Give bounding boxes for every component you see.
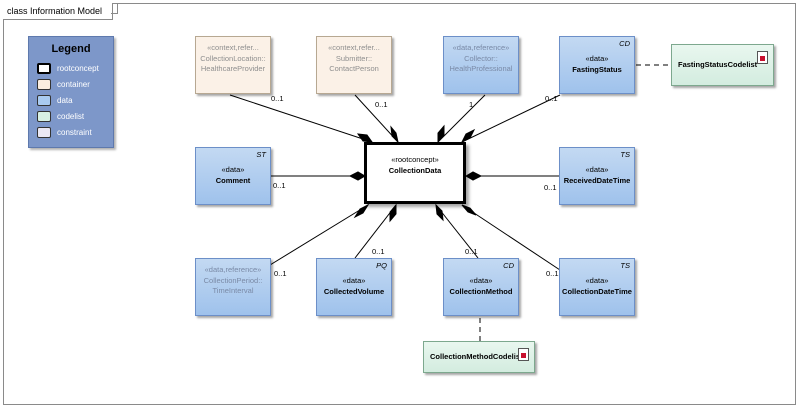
diamond-collection-method <box>435 203 444 222</box>
legend-panel: Legend rootconcept container data codeli… <box>28 36 114 148</box>
diamond-collection-datetime <box>461 204 477 216</box>
legend-label: rootconcept <box>57 64 99 73</box>
class-collection-period[interactable]: «data,reference» CollectionPeriod:: Time… <box>195 258 271 316</box>
multiplicity-label: 0..1 <box>274 269 287 278</box>
class-submitter[interactable]: «context,refer... Submitter:: ContactPer… <box>316 36 392 94</box>
legend-label: data <box>57 96 73 105</box>
diamond-collection-location <box>356 133 374 143</box>
codelist-name: FastingStatusCodelist <box>678 60 758 69</box>
multiplicity-label: 0..1 <box>273 181 286 190</box>
multiplicity-label: 0..1 <box>372 247 385 256</box>
class-stereotype: «data» <box>342 276 366 285</box>
class-stereotype: «data» <box>469 276 493 285</box>
class-stereotype: «data» <box>221 165 245 174</box>
class-comment[interactable]: ST «data» Comment <box>195 147 271 205</box>
legend-label: constraint <box>57 128 92 137</box>
diagram-frame-title: class Information Model <box>3 3 114 20</box>
legend-label: codelist <box>57 112 85 121</box>
class-name: FastingStatus <box>572 65 622 74</box>
class-name: Submitter:: ContactPerson <box>329 54 379 73</box>
class-name: CollectedVolume <box>323 287 385 296</box>
class-stereotype: «data» <box>585 165 609 174</box>
class-datatype-tag: TS <box>620 261 630 270</box>
class-collector[interactable]: «data,reference» Collector:: HealthProfe… <box>443 36 519 94</box>
class-fasting-status[interactable]: CD «data» FastingStatus <box>559 36 635 94</box>
multiplicity-label: 0..1 <box>546 269 559 278</box>
multiplicity-label: 0..1 <box>375 100 388 109</box>
legend-swatch-container <box>37 79 51 90</box>
class-name: CollectionDateTime <box>562 287 632 296</box>
legend-swatch-rootconcept <box>37 63 51 74</box>
class-collection-location[interactable]: «context,refer... CollectionLocation:: H… <box>195 36 271 94</box>
edge-fasting-status <box>461 94 561 143</box>
multiplicity-label: 0..1 <box>465 247 478 256</box>
class-name: ReceivedDateTime <box>563 176 631 185</box>
class-datatype-tag: CD <box>619 39 630 48</box>
edge-collection-period <box>269 204 369 266</box>
class-stereotype: «data,reference» <box>204 265 262 274</box>
class-stereotype: «data» <box>585 276 609 285</box>
codelist-icon <box>757 51 768 64</box>
edge-collection-datetime <box>461 204 561 271</box>
multiplicity-label: 0..1 <box>545 94 558 103</box>
legend-swatch-constraint <box>37 127 51 138</box>
class-collection-datetime[interactable]: TS «data» CollectionDateTime <box>559 258 635 316</box>
legend-swatch-data <box>37 95 51 106</box>
legend-swatch-codelist <box>37 111 51 122</box>
class-stereotype: «context,refer... <box>328 43 380 52</box>
edge-collected-volume <box>354 204 397 259</box>
class-received-datetime[interactable]: TS «data» ReceivedDateTime <box>559 147 635 205</box>
diagram-frame <box>3 3 796 405</box>
class-name: CollectionLocation:: HealthcareProvider <box>200 54 266 73</box>
multiplicity-label: 0..1 <box>271 94 284 103</box>
class-stereotype: «rootconcept» <box>391 155 439 164</box>
diamond-fasting-status <box>460 128 476 144</box>
codelist-name: CollectionMethodCodelist <box>430 352 523 361</box>
class-name: Collector:: HealthProfessional <box>449 54 513 73</box>
codelist-collection-method[interactable]: CollectionMethodCodelist <box>423 341 535 373</box>
edge-collection-method <box>435 204 479 259</box>
class-name: CollectionMethod <box>449 287 513 296</box>
diamond-submitter <box>390 125 399 144</box>
class-stereotype: «data,reference» <box>452 43 510 52</box>
codelist-fasting-status[interactable]: FastingStatusCodelist <box>671 44 774 86</box>
diamond-collected-volume <box>389 203 397 223</box>
diamond-collection-period <box>353 203 370 219</box>
class-datatype-tag: TS <box>620 150 630 159</box>
edge-submitter <box>354 94 399 143</box>
class-datatype-tag: ST <box>256 150 266 159</box>
multiplicity-label: 0..1 <box>544 183 557 192</box>
class-stereotype: «data» <box>585 54 609 63</box>
class-name: CollectionData <box>388 166 442 175</box>
diamond-collector <box>437 124 445 144</box>
class-name: CollectionPeriod:: TimeInterval <box>203 276 263 295</box>
edge-collection-location <box>229 94 373 143</box>
class-collection-method[interactable]: CD «data» CollectionMethod <box>443 258 519 316</box>
diamond-comment <box>348 171 367 181</box>
multiplicity-label: 1 <box>469 100 474 109</box>
diamond-received-datetime <box>464 171 483 181</box>
class-datatype-tag: CD <box>503 261 514 270</box>
codelist-icon <box>518 348 529 361</box>
class-datatype-tag: PQ <box>376 261 387 270</box>
class-collection-data-root[interactable]: «rootconcept» CollectionData <box>364 142 466 204</box>
class-collected-volume[interactable]: PQ «data» CollectedVolume <box>316 258 392 316</box>
class-stereotype: «context,refer... <box>207 43 259 52</box>
class-name: Comment <box>215 176 251 185</box>
legend-title: Legend <box>51 43 91 55</box>
legend-label: container <box>57 80 90 89</box>
edge-collector <box>437 94 486 143</box>
